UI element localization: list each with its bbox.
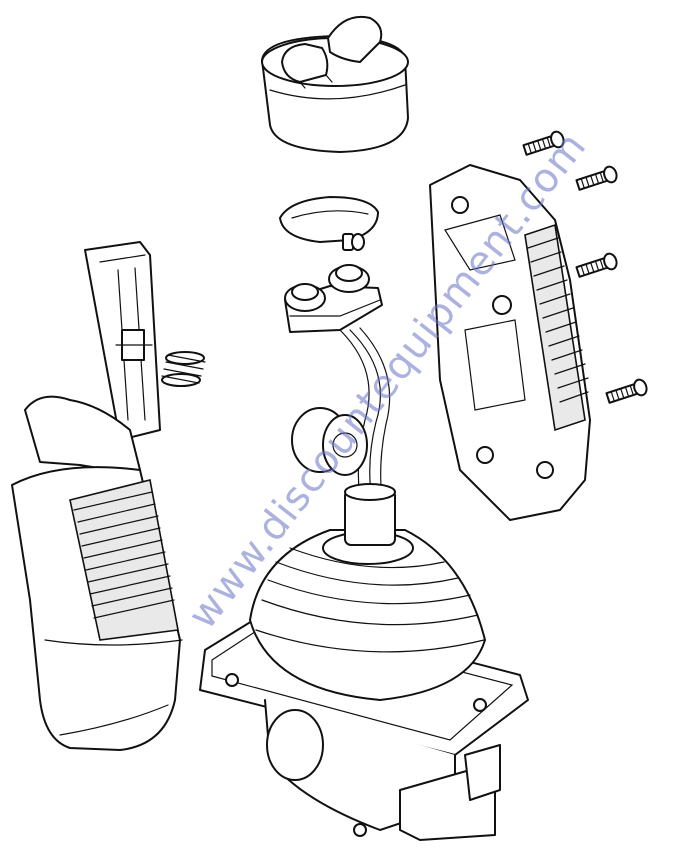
grip-right-half — [429, 164, 591, 521]
dual-switch-block — [284, 264, 391, 501]
rotary-sensor — [291, 407, 368, 476]
screw-icon — [575, 165, 618, 191]
compression-spring — [161, 351, 206, 387]
trigger-lever — [84, 241, 161, 441]
screw-icon — [522, 130, 565, 156]
screws — [522, 130, 648, 404]
grip-left-half — [11, 395, 183, 751]
thumb-switch-cap — [261, 16, 409, 153]
joystick-base-with-bellows — [199, 483, 529, 841]
button-boot — [279, 196, 379, 251]
screw-icon — [605, 378, 648, 404]
screw-icon — [575, 252, 618, 278]
